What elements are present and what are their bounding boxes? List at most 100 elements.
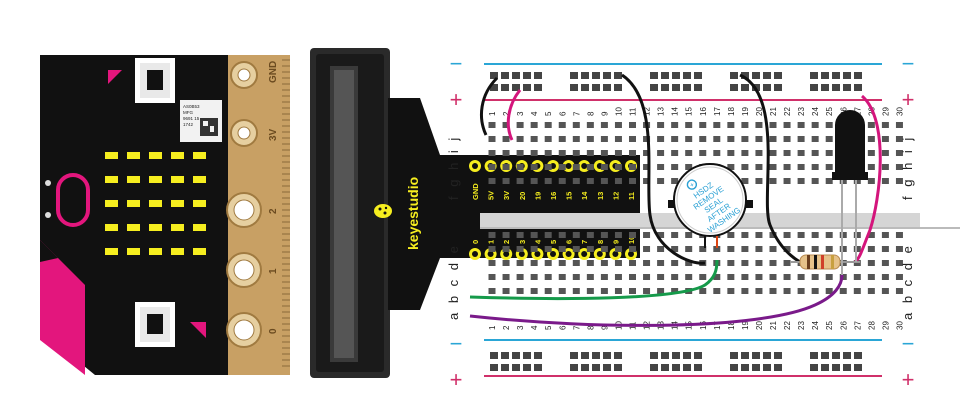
matrix-led [193,152,206,159]
column-number: 2 [502,325,511,330]
pin-label: 3V [268,128,279,141]
column-number: 9 [600,111,609,116]
button-a[interactable] [135,58,175,103]
shield-pin-bottom-0[interactable]: 0 [469,240,481,260]
column-number: 9 [600,325,609,330]
shield-pin-label: 9 [611,240,620,244]
matrix-led [171,176,184,183]
column-number: 26 [839,321,848,330]
matrix-led [105,176,118,183]
shield-pin-label: 4 [533,239,542,244]
pin-pad-3v[interactable]: 3V [230,119,279,147]
matrix-led [171,152,184,159]
pin-label: 1 [268,268,279,274]
column-number: 8 [586,111,595,116]
shield-pin-label: 19 [533,192,542,200]
shield-pin-label: 5V [487,191,496,200]
rail-plus-sign: + [450,87,463,112]
matrix-led [149,224,162,231]
button-b-marker [190,322,206,338]
pin-pad-0[interactable]: 0 [226,312,279,348]
pin-pad-2[interactable]: 2 [226,192,279,228]
column-number: 28 [867,321,876,330]
column-number: 4 [530,325,539,330]
button-a-marker [108,70,122,84]
row-letters-bottom: a b c d e [900,243,915,320]
rail-minus-sign: − [450,331,463,356]
matrix-led [149,200,162,207]
matrix-led [105,224,118,231]
pin-label: 2 [268,208,279,214]
led-matrix [105,152,206,255]
column-number: 23 [797,107,806,116]
column-number: 7 [572,111,581,116]
button-b[interactable] [135,302,175,347]
rail-minus-sign: − [902,331,915,356]
pin-pad-gnd[interactable]: GND [230,61,279,89]
shield-pin-label: 20 [518,192,527,200]
shield-pin-label: GND [471,183,480,200]
shield-pin-label: 13 [596,192,605,200]
matrix-led [171,200,184,207]
column-number: 24 [811,107,820,116]
column-number: 8 [586,325,595,330]
column-number: 17 [713,321,722,330]
column-number: 7 [572,325,581,330]
matrix-led [105,152,118,159]
board-pink-corner [40,240,85,375]
wire-purple-led [469,274,844,327]
rail-plus-sign: + [902,367,915,392]
led-component [832,110,868,275]
shield-pin-label: 6 [565,240,574,244]
matrix-led [193,248,206,255]
matrix-led [171,224,184,231]
shield-pin-label: 15 [565,192,574,200]
column-number: 20 [755,321,764,330]
wires [469,73,882,327]
column-number: 12 [643,107,652,116]
matrix-led [193,176,206,183]
row-letters-bottom: a b c d e [446,243,461,320]
shield-pin-label: 1 [487,240,496,244]
column-number: 23 [797,321,806,330]
column-number: 27 [853,107,862,116]
column-number: 11 [629,107,638,116]
shield-brand: keyestudio [405,177,421,250]
column-number: 6 [558,111,567,116]
matrix-led [149,152,162,159]
column-number: 29 [881,107,890,116]
shield-pin-label: 10 [627,236,636,244]
wire-black-buzzer [621,73,706,265]
column-number: 17 [713,107,722,116]
matrix-led [105,200,118,207]
matrix-led [127,176,140,183]
column-number: 10 [614,107,623,116]
pin-label: GND [268,61,279,83]
rail-plus-sign: + [450,367,463,392]
shield-pin-label: 7 [580,240,589,244]
wire-green-signal [469,259,719,301]
column-number: 5 [544,325,553,330]
column-number: 22 [783,107,792,116]
shield-pin-top-GND[interactable]: GND [469,160,481,200]
column-number: 4 [530,111,539,116]
column-number: 22 [783,321,792,330]
svg-text:1742: 1742 [183,122,194,127]
column-number: 6 [558,325,567,330]
shield-pin-label: 3V [502,191,511,200]
edge-slot-connector [310,48,390,378]
pin-pad-1[interactable]: 1 [226,252,279,288]
column-number: 26 [839,107,848,116]
matrix-led [193,200,206,207]
rail-plus-sign: + [902,87,915,112]
column-number: 25 [825,321,834,330]
wire-pink-led [853,94,882,264]
wire-pink-3v [506,89,522,141]
shield-pin-label: 12 [611,192,620,200]
row-letters-top: f g h i j [446,135,461,200]
column-number: 5 [544,111,553,116]
svg-text:+: + [689,181,696,189]
